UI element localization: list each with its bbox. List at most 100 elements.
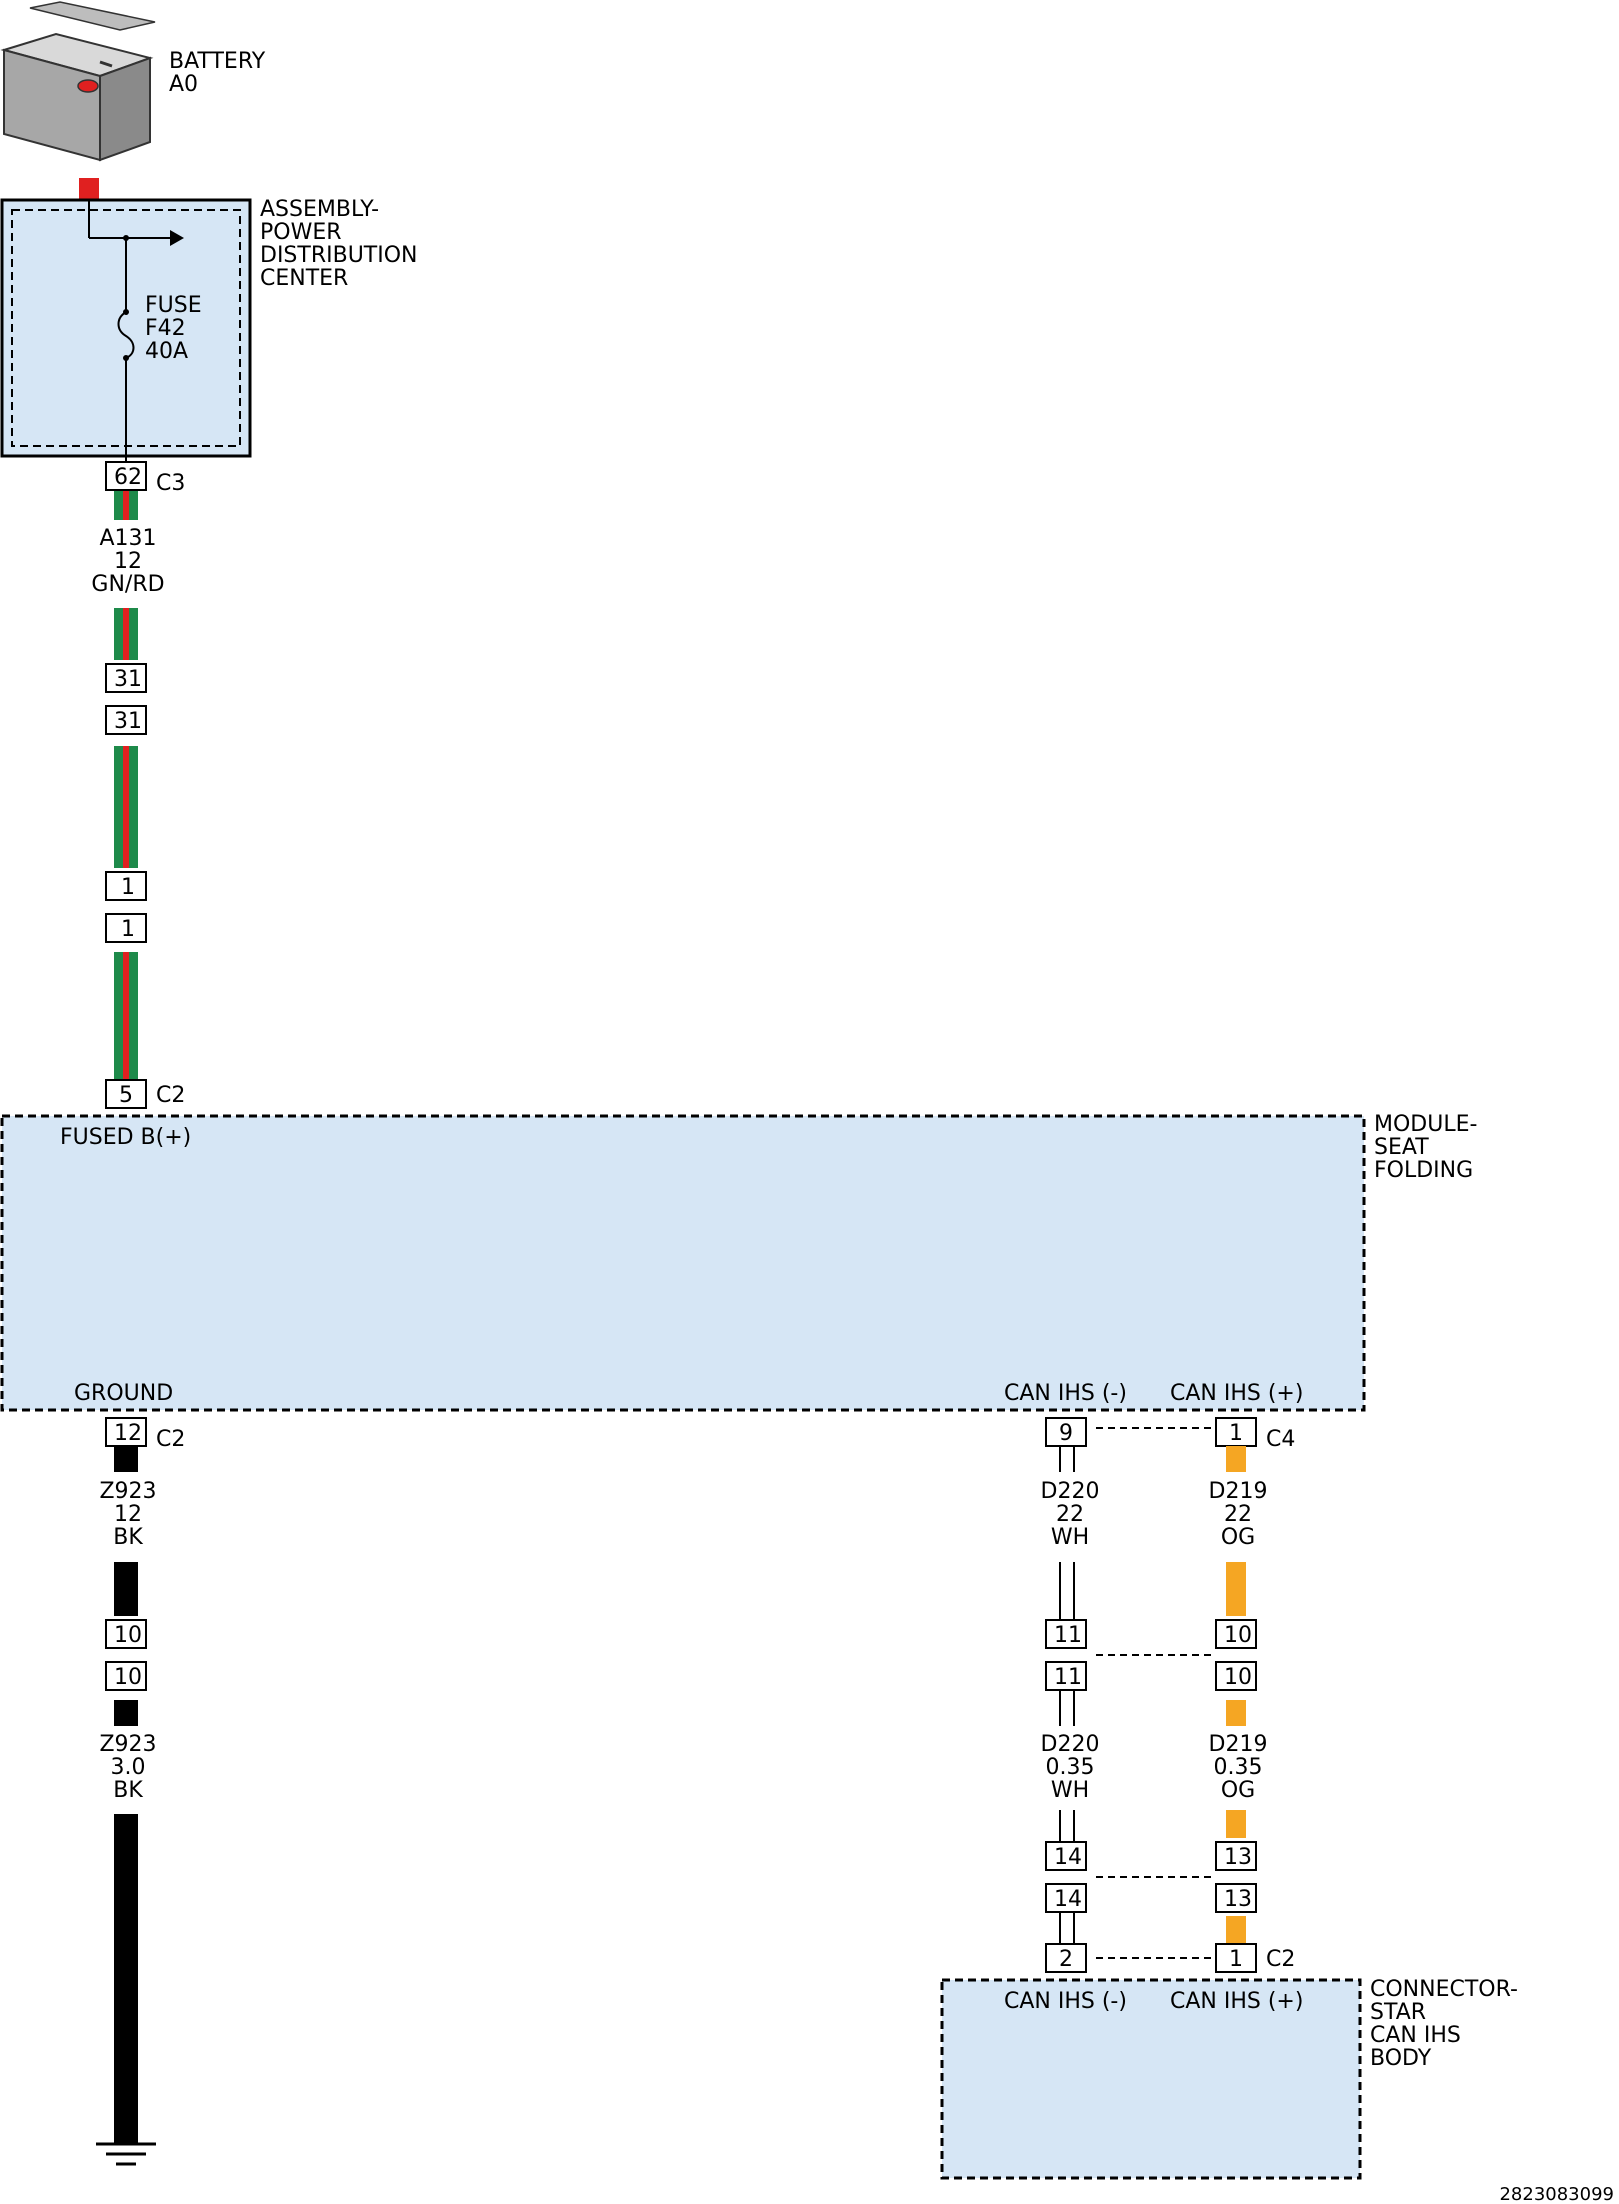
pin-31a-box — [105, 663, 147, 693]
wire-a131 — [114, 490, 138, 1080]
connector-c2-star-label: C2 — [1266, 1947, 1295, 1972]
pin-2-box — [1045, 1943, 1087, 1973]
fuse-icon — [117, 311, 135, 359]
pin-12: 12 — [114, 1421, 142, 1446]
wire-z923-top-color: BK — [113, 1525, 143, 1550]
star-label-line1: CONNECTOR- — [1370, 1977, 1518, 2002]
module-label-line2: SEAT — [1374, 1135, 1429, 1160]
star-can-minus-label: CAN IHS (-) — [1004, 1989, 1127, 2014]
module-fused-b-plus-label: FUSED B(+) — [60, 1125, 191, 1150]
diagram-id: 2823083099 — [1499, 2184, 1614, 2204]
connector-c3-label: C3 — [156, 471, 185, 496]
pin-1a-box — [105, 871, 147, 901]
wire-a131-id: A131 — [99, 526, 156, 551]
pin-10c: 10 — [1224, 1623, 1252, 1648]
wire-d220-top-id: D220 — [1041, 1479, 1100, 1504]
wire-d220-bot-gauge: 0.35 — [1046, 1755, 1095, 1780]
pin-11a-box — [1045, 1619, 1087, 1649]
pin-1b: 1 — [121, 917, 135, 942]
pdc-label-line1: ASSEMBLY- — [260, 197, 379, 222]
fuse-label: FUSE — [145, 293, 202, 318]
connector-c2-ground-label: C2 — [156, 1427, 185, 1452]
wire-d220-bot-id: D220 — [1041, 1732, 1100, 1757]
pin-2: 2 — [1059, 1947, 1073, 1972]
pin-10a-box — [105, 1619, 147, 1649]
wire-d219-bot-color: OG — [1221, 1778, 1255, 1803]
pin-1-c2-box — [1215, 1943, 1257, 1973]
pin-31a: 31 — [114, 667, 142, 692]
star-can-plus-label: CAN IHS (+) — [1170, 1989, 1303, 2014]
module-label-line3: FOLDING — [1374, 1158, 1473, 1183]
fuse-rating: 40A — [145, 339, 188, 364]
pdc-label-line3: DISTRIBUTION — [260, 243, 418, 268]
wire-d219-top-gauge: 22 — [1224, 1502, 1252, 1527]
battery-label: BATTERY — [169, 49, 266, 74]
pin-62-box — [105, 461, 147, 491]
wire-z923-top-id: Z923 — [99, 1479, 156, 1504]
wire-z923-top-gauge: 12 — [114, 1502, 142, 1527]
pin-14b: 14 — [1054, 1887, 1082, 1912]
pin-10b: 10 — [114, 1665, 142, 1690]
pin-1-c4: 1 — [1229, 1421, 1243, 1446]
wire-a131-gauge: 12 — [114, 549, 142, 574]
pin-1b-box — [105, 913, 147, 943]
wire-z923-bot-color: BK — [113, 1778, 143, 1803]
module-label-line1: MODULE- — [1374, 1112, 1477, 1137]
wire-d220-top-gauge: 22 — [1056, 1502, 1084, 1527]
module-can-minus-label: CAN IHS (-) — [1004, 1381, 1127, 1406]
pin-5-box — [105, 1079, 147, 1109]
pin-14a-box — [1045, 1841, 1087, 1871]
connector-star-box — [940, 1978, 1362, 2180]
wire-d219-bot-gauge: 0.35 — [1214, 1755, 1263, 1780]
pin-31b: 31 — [114, 709, 142, 734]
pin-11b-box — [1045, 1661, 1087, 1691]
module-ground-label: GROUND — [74, 1381, 173, 1406]
fuse-id: F42 — [145, 316, 186, 341]
pin-10a: 10 — [114, 1623, 142, 1648]
module-seat-folding-box — [0, 1114, 1366, 1412]
wire-d220 — [1059, 1446, 1075, 1944]
pin-14b-box — [1045, 1883, 1087, 1913]
wire-z923-bot-id: Z923 — [99, 1732, 156, 1757]
pin-10b-box — [105, 1661, 147, 1691]
pdc-label-line2: POWER — [260, 220, 342, 245]
wire-z923-bot-gauge: 3.0 — [111, 1755, 146, 1780]
wire-d219-top-color: OG — [1221, 1525, 1255, 1550]
pin-10d: 10 — [1224, 1665, 1252, 1690]
battery-icon — [0, 1, 156, 162]
ground-symbol-icon — [96, 2142, 156, 2166]
wire-d219-bot-id: D219 — [1209, 1732, 1268, 1757]
star-label-line4: BODY — [1370, 2046, 1432, 2071]
battery-id: A0 — [169, 72, 198, 97]
battery-positive-post-icon — [77, 79, 99, 93]
pin-1-c4-box — [1215, 1417, 1257, 1447]
connector-c4-label: C4 — [1266, 1427, 1295, 1452]
pin-62: 62 — [114, 465, 142, 490]
pin-13a: 13 — [1224, 1845, 1252, 1870]
pin-13a-box — [1215, 1841, 1257, 1871]
star-label-line3: CAN IHS — [1370, 2023, 1461, 2048]
pin-10c-box — [1215, 1619, 1257, 1649]
wire-d219 — [1226, 1446, 1246, 1944]
pin-13b-box — [1215, 1883, 1257, 1913]
pin-14a: 14 — [1054, 1845, 1082, 1870]
pin-11b: 11 — [1054, 1665, 1082, 1690]
pin-9-box — [1045, 1417, 1087, 1447]
wire-a131-color: GN/RD — [91, 572, 164, 597]
pin-11a: 11 — [1054, 1623, 1082, 1648]
pin-1a: 1 — [121, 875, 135, 900]
pin-13b: 13 — [1224, 1887, 1252, 1912]
wire-z923 — [114, 1446, 138, 2144]
arrow-right-icon — [170, 230, 184, 246]
wire-d220-top-color: WH — [1051, 1525, 1089, 1550]
pin-1-c2: 1 — [1229, 1947, 1243, 1972]
pin-5: 5 — [119, 1083, 133, 1108]
pdc-label-line4: CENTER — [260, 266, 348, 291]
pin-10d-box — [1215, 1661, 1257, 1691]
battery-lead — [79, 178, 99, 200]
wire-d220-bot-color: WH — [1051, 1778, 1089, 1803]
star-label-line2: STAR — [1370, 2000, 1426, 2025]
wire-d219-top-id: D219 — [1209, 1479, 1268, 1504]
pin-31b-box — [105, 705, 147, 735]
